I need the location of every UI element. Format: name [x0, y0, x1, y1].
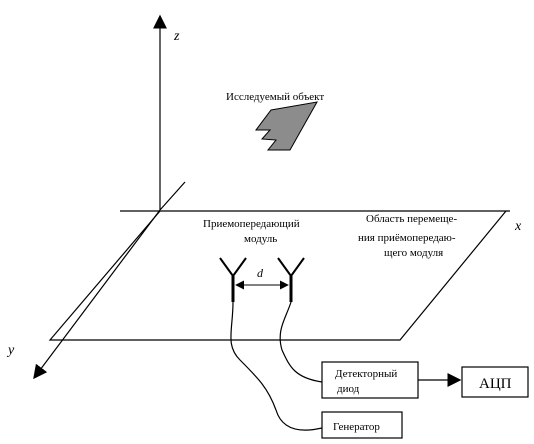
adc-label: АЦП [479, 376, 512, 392]
region-label-line3: щего модуля [384, 247, 443, 259]
z-axis-label: z [173, 29, 180, 44]
module-label-line1: Приемопередающий [203, 218, 300, 230]
adc-box [461, 366, 529, 398]
y-axis-upper [159, 181, 186, 211]
generator-label: Генератор [333, 421, 380, 433]
detector-label-line1: Детекторный [335, 368, 397, 380]
region-label-line2: ния приёмопередаю- [358, 232, 456, 244]
module-label-line2: модуль [244, 233, 277, 245]
left-antenna [219, 257, 247, 302]
region-label-line1: Область перемеще- [366, 213, 457, 225]
x-axis-label: x [514, 219, 522, 234]
right-antenna [277, 257, 305, 302]
detector-diode-box [321, 361, 419, 399]
generator-cable [230, 301, 323, 431]
object-label: Исследуемый объект [226, 91, 324, 103]
distance-label: d [257, 266, 264, 280]
y-axis-label: y [6, 343, 15, 358]
y-axis [33, 209, 161, 380]
detector-cable [279, 301, 323, 383]
detector-label-line2: диод [337, 383, 360, 395]
investigated-object-shape [255, 101, 318, 151]
motion-region-outline [48, 210, 507, 341]
generator-box [321, 411, 403, 439]
